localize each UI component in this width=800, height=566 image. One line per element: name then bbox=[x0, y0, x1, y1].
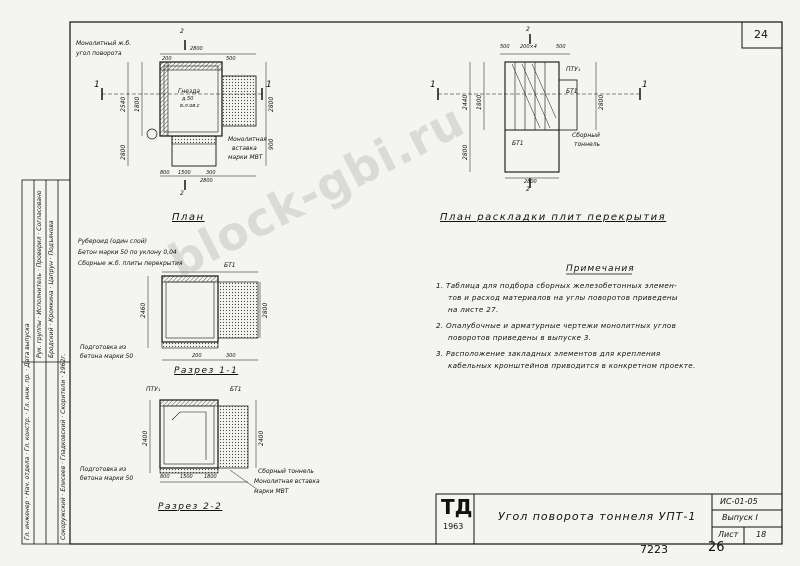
note-2-line-1: 2. Опалубочные и арматурные чертежи моно… bbox=[436, 321, 677, 330]
slab-dim-top-b: 500 bbox=[556, 44, 566, 50]
plan-dim-top-2: 200 bbox=[162, 56, 172, 62]
s2-dim-4: 2400 bbox=[142, 430, 149, 446]
side-table bbox=[21, 179, 71, 545]
bottom-number-left: 7223 bbox=[640, 543, 668, 556]
plan-label-insert-3: марки МВТ bbox=[228, 154, 263, 161]
slab-label-tunnel-2: тоннель bbox=[574, 141, 601, 148]
stamp-issue: Выпуск I bbox=[722, 513, 758, 522]
section2-title: Разрез 2-2 bbox=[158, 502, 223, 512]
section2-drawing bbox=[149, 399, 259, 491]
note-3-line-1: 3. Расположение закладных элементов для … bbox=[436, 349, 661, 358]
slab-dim-left-3: 2800 bbox=[462, 144, 469, 160]
plan-dim-top-1: 2800 bbox=[190, 46, 203, 52]
slab-section-mark-bottom: 2 bbox=[526, 186, 530, 193]
s1-dim-2: 2460 bbox=[140, 302, 147, 318]
plan-label-insert-2: вставка bbox=[232, 145, 257, 152]
note-2-line-2: поворотов приведены в выпуске 3. bbox=[448, 333, 592, 342]
note-3-line-2: кабельных кронштейнов приводится в конкр… bbox=[448, 361, 696, 370]
slab-plan-drawing bbox=[437, 34, 641, 188]
s2-dim-1: 800 bbox=[160, 474, 170, 480]
plan-label-monolith: Монолитный ж.б. bbox=[76, 40, 132, 47]
slab-dim-top: 200×4 bbox=[520, 44, 537, 50]
section1-title: Разрез 1-1 bbox=[174, 366, 239, 376]
s2-label-prep-2: бетона марки 50 bbox=[80, 475, 134, 482]
plan-section-mark-bottom: 2 bbox=[180, 190, 184, 197]
sheet-number-box bbox=[741, 21, 783, 49]
stamp-logo-year: 1963 bbox=[443, 522, 464, 531]
plan-dim-left-1: 2540 bbox=[120, 96, 127, 112]
stamp-code: ИС-01-05 bbox=[720, 497, 758, 506]
stamp-sheet-number: 18 bbox=[756, 530, 767, 539]
side-table-col3: Бродский · Кромкина · Цапрун · Подъянова bbox=[48, 220, 55, 358]
s1-dim-3: 200 bbox=[192, 353, 202, 359]
slab-label-bt: БТ1 bbox=[566, 88, 578, 95]
slab-label-tunnel-1: Сборный bbox=[572, 132, 600, 139]
s2-dim-5: 2400 bbox=[258, 430, 265, 446]
notes-heading: Примечания bbox=[566, 264, 635, 274]
slab-section-mark-top: 2 bbox=[526, 26, 530, 33]
s1-label-concrete: Бетон марки 50 по уклону 0,04 bbox=[78, 249, 177, 256]
s2-label-insert-2: марки МВТ bbox=[254, 488, 289, 495]
s2-label-insert-1: Монолитная вставка bbox=[254, 478, 320, 485]
plan-label-niche-1: Гнезда bbox=[178, 88, 200, 95]
plan-dim-right-2: 900 bbox=[268, 138, 275, 150]
s1-label-prep-1: Подготовка из bbox=[80, 344, 127, 351]
slab-label-pt: ПТУ₁ bbox=[566, 66, 581, 73]
s2-label-pt: ПТУ₁ bbox=[146, 386, 161, 393]
plan-side-mark-right: 1 bbox=[266, 80, 272, 90]
s2-dim-3: 1800 bbox=[204, 474, 217, 480]
side-table-col4: Сокоружский · Елисеев · Гладковский · Ск… bbox=[60, 353, 67, 540]
plan-section-mark-top: 2 bbox=[180, 28, 184, 35]
stamp-sheet-label: Лист bbox=[718, 530, 739, 539]
s2-label-tunnel: Сборный тоннель bbox=[258, 468, 314, 475]
note-1-line-1: 1. Таблица для подбора сборных железобет… bbox=[436, 281, 677, 290]
s2-label-bt: БТ1 bbox=[230, 386, 242, 393]
slab-side-mark-left: 1 bbox=[430, 80, 436, 90]
plan-dim-bottom-3: 300 bbox=[206, 170, 216, 176]
bottom-number-right: 26 bbox=[708, 540, 725, 555]
s1-dim-4: 300 bbox=[226, 353, 236, 359]
stamp-logo: ТД bbox=[441, 495, 473, 519]
note-1-line-2: тов и расход материалов на углы поворото… bbox=[448, 293, 678, 302]
section1-drawing bbox=[147, 271, 261, 361]
title-block bbox=[435, 493, 783, 545]
s1-label-slabs: Сборные ж.б. плиты перекрытия bbox=[78, 260, 183, 267]
plan-dim-left-3: 2800 bbox=[120, 144, 127, 160]
slab-side-mark-right: 1 bbox=[642, 80, 648, 90]
sheet-number: 24 bbox=[754, 28, 768, 41]
slab-plan-title: План раскладки плит перекрытия bbox=[440, 212, 667, 223]
plan-dim-bottom-2: 1500 bbox=[178, 170, 191, 176]
plan-label-niche-3: в.л.ов.с bbox=[180, 103, 200, 109]
slab-dim-left-2: 1800 bbox=[476, 94, 483, 110]
plan-dim-left-2: 1800 bbox=[134, 96, 141, 112]
s2-label-prep-1: Подготовка из bbox=[80, 466, 127, 473]
side-table-col2: Рук. группы · Исполнитель · Проверил · С… bbox=[36, 190, 43, 358]
plan-dim-top-3: 500 bbox=[226, 56, 236, 62]
s1-label-prep-2: бетона марки 50 bbox=[80, 353, 134, 360]
note-1-line-3: на листе 27. bbox=[448, 305, 499, 314]
plan-dim-right-1: 2800 bbox=[268, 96, 275, 112]
plan-drawing bbox=[101, 40, 267, 190]
slab-dim-top-a: 500 bbox=[500, 44, 510, 50]
plan-side-mark-left: 1 bbox=[94, 80, 100, 90]
plan-dim-bottom-4: 2800 bbox=[200, 178, 213, 184]
slab-dim-right: 2800 bbox=[598, 94, 605, 110]
s2-dim-2: 1500 bbox=[180, 474, 193, 480]
slab-label-bt2: БТ1 bbox=[512, 140, 524, 147]
s1-label-bt: БТ1 bbox=[224, 262, 236, 269]
stamp-title: Угол поворота тоннеля УПТ-1 bbox=[498, 510, 697, 523]
slab-dim-left-1: 2440 bbox=[462, 94, 469, 110]
plan-title: План bbox=[172, 212, 205, 223]
plan-label-niche-2: д.50 bbox=[182, 96, 194, 102]
side-table-col1: Гл. инженер · Нач. отдела · Гл. констр. … bbox=[24, 323, 31, 540]
s1-dim-1: 2800 bbox=[262, 302, 269, 318]
plan-dim-bottom-1: 800 bbox=[160, 170, 170, 176]
s1-label-ruberoid: Рубероид (один слой) bbox=[78, 238, 147, 245]
slab-dim-bottom: 2800 bbox=[524, 179, 537, 185]
plan-label-corner: угол поворота bbox=[76, 50, 122, 57]
plan-label-insert-1: Монолитная bbox=[228, 136, 267, 143]
